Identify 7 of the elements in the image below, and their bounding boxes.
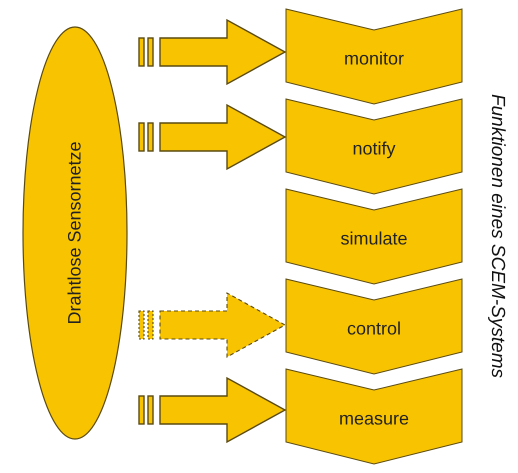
- node-label: measure: [338, 408, 410, 429]
- title: Funktionen eines SCEM-Systems: [486, 94, 508, 378]
- node-label: Drahtlose Sensornetze: [64, 141, 86, 325]
- node-label: simulate: [340, 228, 408, 249]
- node-label: control: [346, 318, 402, 339]
- node-label: monitor: [344, 48, 404, 69]
- node-label: notify: [352, 138, 396, 159]
